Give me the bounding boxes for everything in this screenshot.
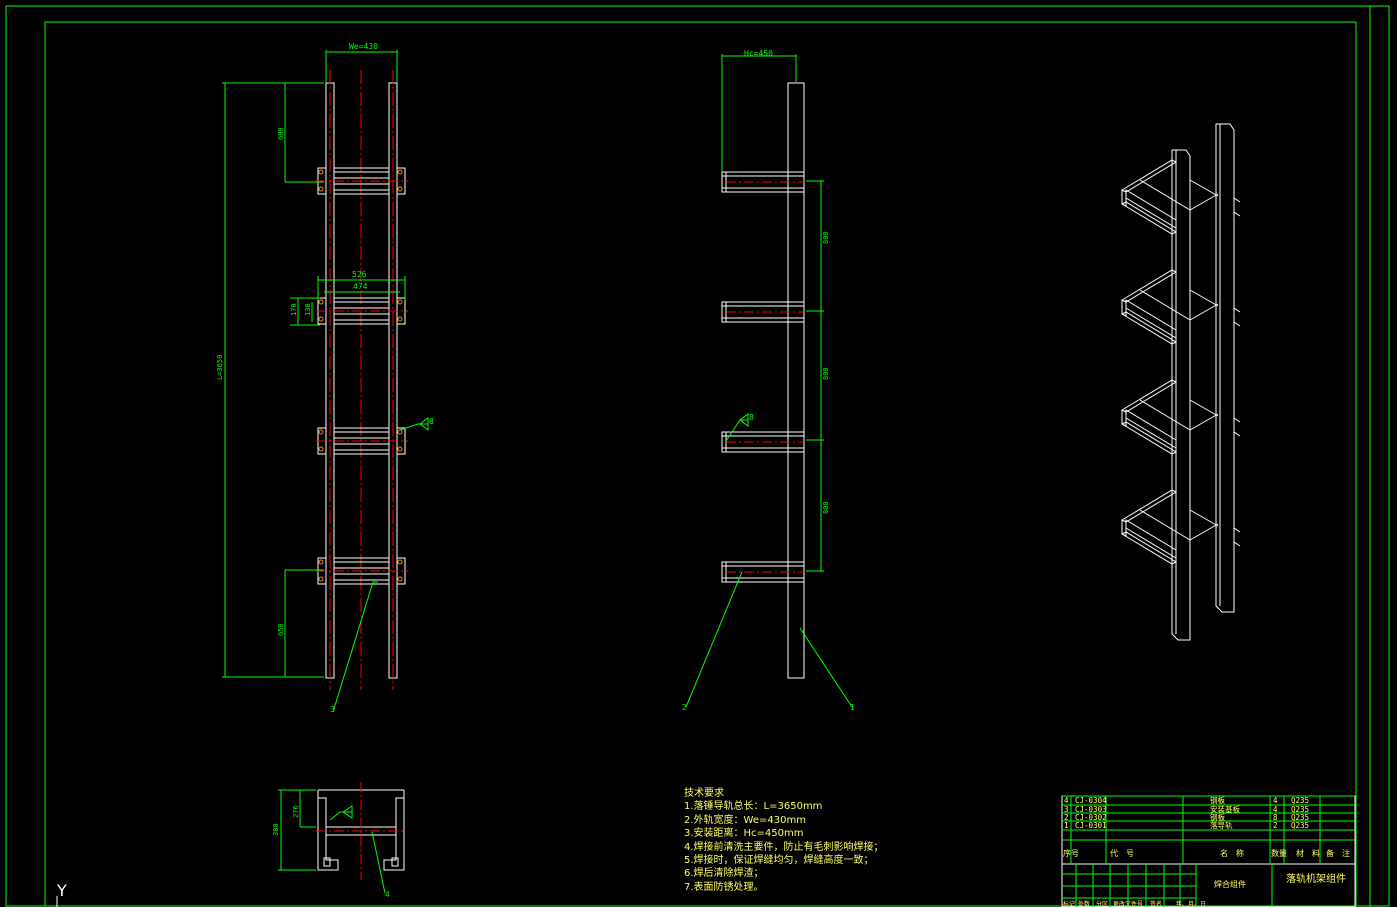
table-cell-name-1: 钢板 — [1210, 795, 1226, 805]
table-header-material: 材 料 — [1296, 848, 1320, 858]
table-cell-material-1: Q235 — [1291, 796, 1309, 805]
table-cell-qty-3: 8 — [1273, 813, 1278, 822]
table-footer-label-6: 年、月、日 — [1176, 900, 1206, 907]
iso-arm-3 — [1120, 379, 1241, 455]
side-weld-symbol: 8 — [749, 413, 754, 422]
front-crossbar-2 — [316, 297, 408, 325]
table-cell-qty-1: 4 — [1273, 796, 1278, 805]
front-view: We=430 526 474 8 3 L=3650 600 650 170 13… — [216, 42, 434, 714]
iso-arm-4 — [1120, 489, 1241, 565]
note-5: 5.焊接时，保证焊缝均匀，焊缝高度一致； — [684, 855, 874, 867]
side-arm-2 — [721, 301, 805, 323]
front-weld-symbol: 8 — [429, 417, 434, 426]
technical-notes: 技术要求 1.落锤导轨总长：L=3650mm 2.外轨宽度：We=430mm 3… — [684, 787, 884, 894]
front-inner-dim: 474 — [353, 282, 368, 291]
front-callout: 3 — [330, 705, 335, 714]
table-cell-material-4: Q235 — [1291, 821, 1309, 830]
note-7: 7.表面防锈处理。 — [684, 881, 764, 893]
drawing-frame — [5, 5, 1390, 907]
table-cell-name-4: 落导轨 — [1210, 820, 1233, 830]
table-cell-no-3: 2 — [1064, 813, 1069, 822]
side-arm-3 — [721, 431, 805, 453]
table-cell-no-1: 4 — [1064, 796, 1069, 805]
notes-title: 技术要求 — [684, 788, 724, 799]
table-footer-label-2: 处数 — [1078, 900, 1090, 907]
front-top-offset: 600 — [277, 127, 285, 140]
ucs-y-label: Y — [56, 881, 67, 900]
table-cell-material-3: Q235 — [1291, 813, 1309, 822]
side-callout-left: 2 — [682, 703, 687, 712]
iso-arm-2 — [1120, 269, 1241, 345]
side-callout-right: 1 — [850, 703, 855, 712]
front-length-dim: L=3650 — [216, 355, 224, 380]
table-header-name: 名 称 — [1220, 848, 1244, 858]
front-width-dim: We=430 — [349, 42, 378, 51]
front-crossbar-3 — [316, 427, 408, 455]
side-arm-1 — [721, 171, 805, 193]
table-cell-name-3: 钢板 — [1210, 812, 1226, 822]
side-spacing-1: 800 — [822, 231, 830, 244]
drawing-title: 落轨机架组件 — [1286, 872, 1346, 885]
table-footer-label-4: 更改文件号 — [1113, 900, 1143, 907]
side-view: Hc=450 8 2 1 800 800 800 — [682, 49, 855, 712]
table-cell-qty-2: 4 — [1273, 805, 1278, 814]
table-header-no: 序号 — [1063, 848, 1079, 858]
iso-arm-1 — [1120, 159, 1241, 235]
front-inner-outer-dim: 526 — [352, 270, 367, 279]
table-cell-qty-4: 2 — [1273, 821, 1278, 830]
table-cell-material-2: Q235 — [1291, 805, 1309, 814]
front-h2-dim: 138 — [304, 303, 312, 316]
note-4: 4.焊接前清洗主要件，防止有毛刺影响焊接； — [684, 841, 884, 853]
table-header-remark: 备 注 — [1326, 848, 1350, 858]
table-cell-code-3: CJ-0302 — [1075, 813, 1107, 822]
note-2: 2.外轨宽度：We=430mm — [684, 814, 806, 826]
note-6: 6.焊后清除焊渣； — [684, 868, 764, 880]
front-bottom-offset: 650 — [277, 623, 285, 636]
front-crossbar-4 — [316, 557, 408, 585]
front-h1-dim: 170 — [290, 303, 298, 316]
section-callout: 4 — [385, 890, 390, 899]
table-header-code: 代 号 — [1110, 848, 1134, 858]
table-cell-no-2: 3 — [1064, 805, 1069, 814]
table-footer-label-3: 分区 — [1096, 900, 1108, 907]
note-1: 1.落锤导轨总长：L=3650mm — [684, 801, 823, 813]
assembly-label: 焊合组件 — [1214, 879, 1246, 889]
table-cell-no-4: 1 — [1064, 821, 1069, 830]
side-spacing-3: 800 — [822, 501, 830, 514]
section-inner-dim: 276 — [292, 805, 300, 818]
table-footer-label-1: 标记 — [1063, 900, 1075, 907]
isometric-view — [1120, 123, 1241, 641]
side-arm-4 — [721, 561, 805, 583]
note-3: 3.安装距离：Hc=450mm — [684, 828, 804, 840]
side-spacing-2: 800 — [822, 367, 830, 380]
table-footer-label-5: 签名 — [1150, 900, 1162, 907]
table-header-qty: 数量 — [1271, 848, 1287, 858]
table-cell-code-1: CJ-0304 — [1075, 796, 1107, 805]
section-view: 380 276 4 — [272, 782, 406, 899]
table-cell-code-2: CJ-0303 — [1075, 805, 1107, 814]
section-height-dim: 380 — [272, 823, 280, 836]
front-crossbar-1 — [316, 167, 408, 195]
table-cell-name-2: 安装基板 — [1210, 804, 1240, 814]
table-cell-code-4: CJ-0301 — [1075, 821, 1107, 830]
side-height-dim: Hc=450 — [744, 49, 773, 58]
